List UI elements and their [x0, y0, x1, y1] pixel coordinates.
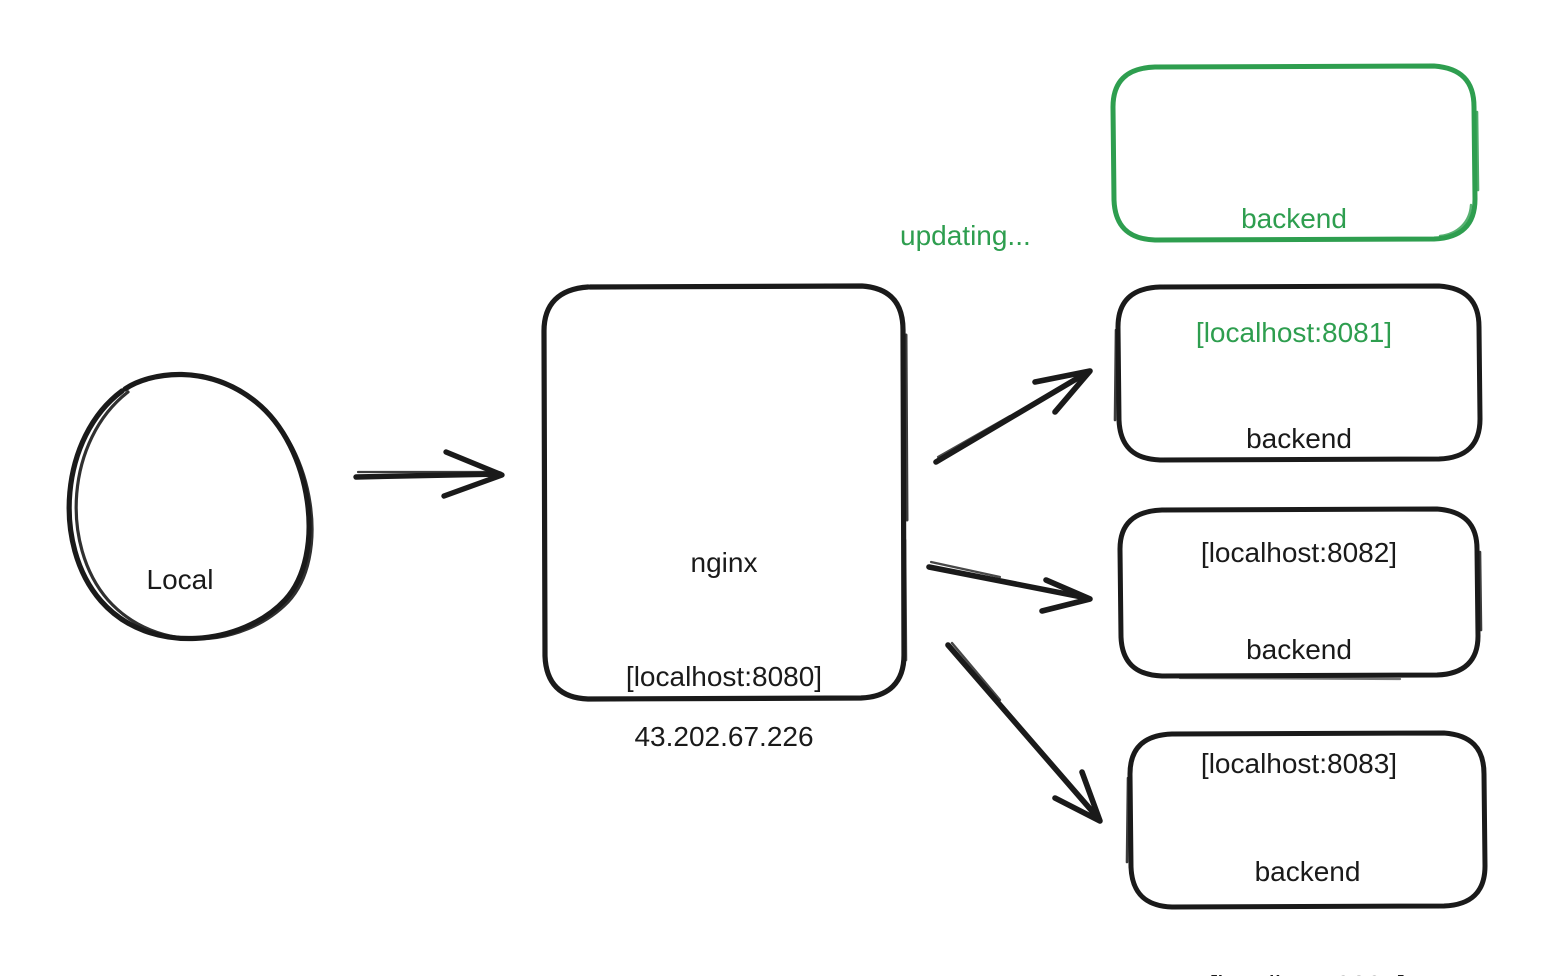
node-backend-8081-shape[interactable] [1110, 63, 1480, 243]
edge-proxy-to-backend-8083 [926, 560, 1093, 614]
node-backend-8082-shape[interactable] [1113, 283, 1483, 463]
node-backend-8084-shape[interactable] [1125, 730, 1488, 910]
edge-proxy-to-backend-8082 [933, 368, 1093, 465]
edge-proxy-to-backend-8084 [945, 641, 1103, 824]
node-proxy-shape[interactable] [541, 283, 909, 702]
node-client-shape[interactable] [66, 371, 314, 641]
edge-client-to-proxy [353, 449, 505, 499]
node-backend-8083-shape[interactable] [1117, 506, 1483, 681]
